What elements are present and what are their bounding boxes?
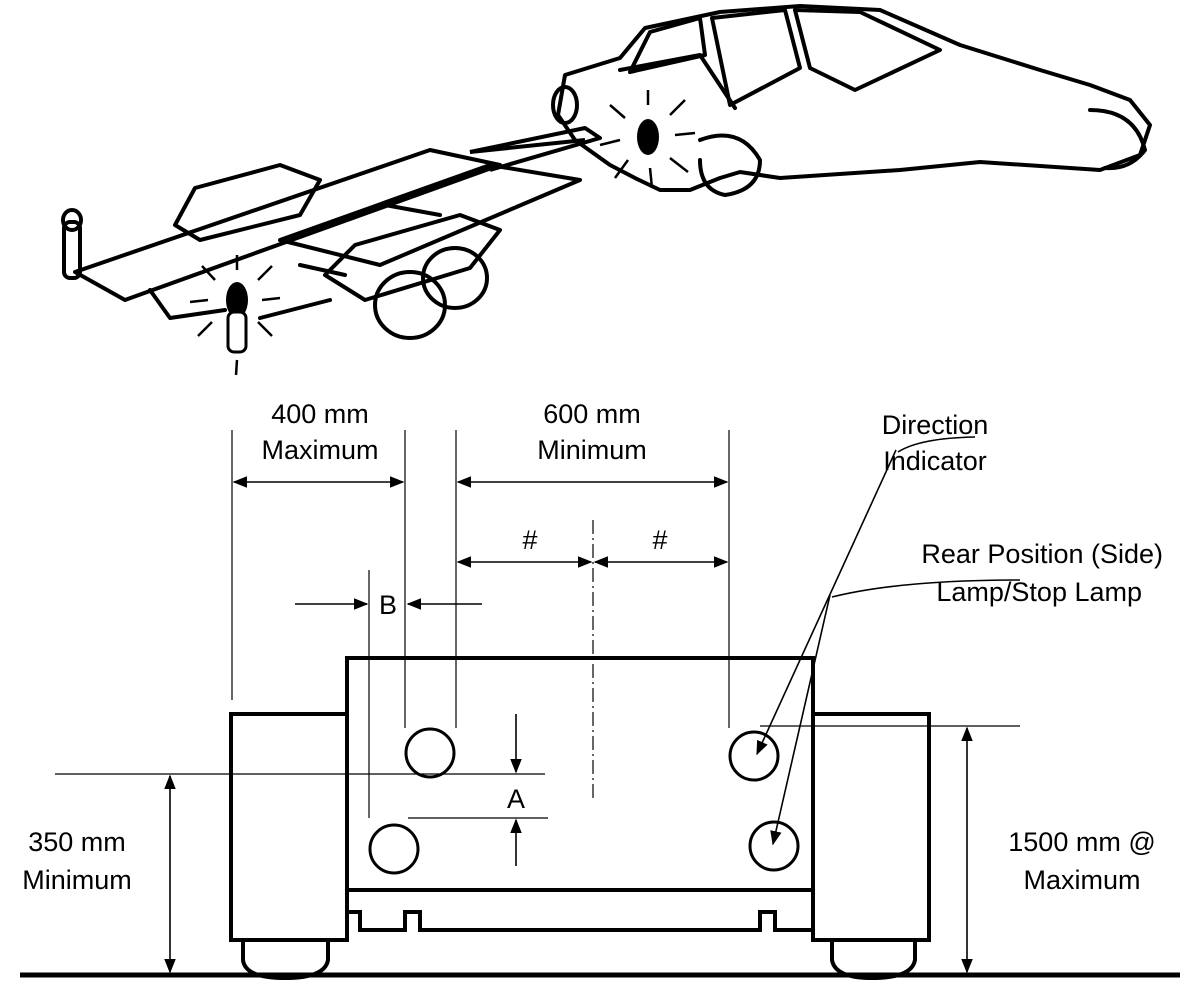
label-min-height-limit: Minimum — [22, 865, 132, 895]
leader-rear-position-hook — [831, 579, 1021, 598]
label-offset-b: B — [379, 590, 397, 620]
label-rear-position-2: Lamp/Stop Lamp — [936, 577, 1142, 607]
lamps — [368, 727, 800, 875]
label-offset-a: A — [507, 784, 525, 814]
trailer-rear-view — [229, 656, 931, 981]
label-centre-spacing-limit: Minimum — [537, 435, 647, 465]
leader-direction-indicator — [756, 449, 897, 756]
label-centre-spacing-value: 600 mm — [543, 399, 641, 429]
label-left-width-limit: Maximum — [261, 435, 378, 465]
label-half-left: # — [522, 525, 537, 555]
right-stop-lamp — [748, 820, 800, 872]
label-rear-position-1: Rear Position (Side) — [921, 539, 1163, 569]
right-direction-indicator-lamp — [728, 730, 780, 782]
label-direction-indicator-1: Direction — [882, 410, 989, 440]
leader-rear-position-lamp — [770, 594, 831, 846]
left-stop-lamp — [368, 823, 420, 875]
left-direction-indicator-lamp — [404, 727, 456, 779]
car-illustration — [551, 4, 1152, 197]
label-max-height-value: 1500 mm @ — [1008, 827, 1155, 857]
label-min-height-value: 350 mm — [28, 827, 126, 857]
label-max-height-limit: Maximum — [1023, 865, 1140, 895]
leader-direction-hook — [897, 436, 976, 453]
label-half-right: # — [652, 525, 667, 555]
tow-bar — [469, 126, 602, 172]
label-direction-indicator-2: Indicator — [883, 446, 987, 476]
trailer-illustration — [61, 148, 582, 340]
car-indicator-lamp — [599, 90, 696, 189]
extension-lines — [55, 430, 1020, 819]
label-left-width-value: 400 mm — [271, 399, 369, 429]
trailer-indicator-lamp — [189, 255, 281, 376]
